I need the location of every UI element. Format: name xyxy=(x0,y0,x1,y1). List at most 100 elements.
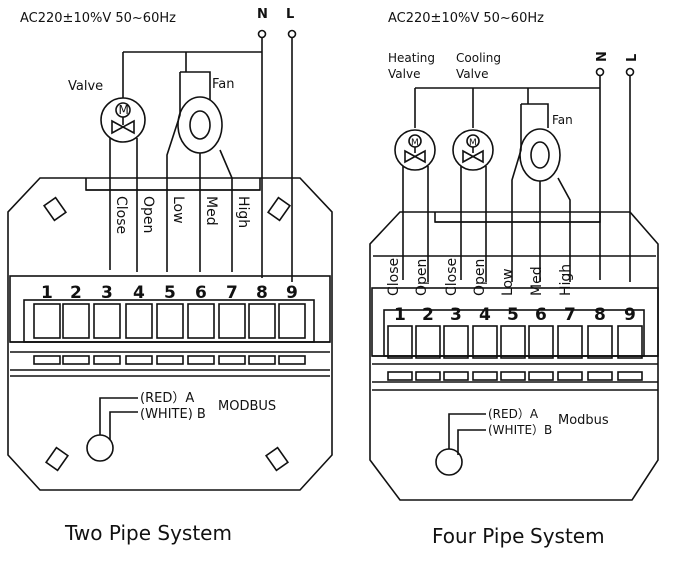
right-wire-label: Med xyxy=(529,266,545,296)
left-wire-label: Low xyxy=(170,196,186,224)
left-modbus-connector-icon xyxy=(86,397,138,462)
right-wire-label: Low xyxy=(500,268,516,296)
right-terminal-block xyxy=(383,309,645,357)
left-terminal-slot xyxy=(62,303,90,339)
right-terminal-tab xyxy=(415,371,441,381)
right-terminal-number: 2 xyxy=(422,305,434,325)
right-n-label: N xyxy=(595,51,610,62)
right-terminal-slot xyxy=(557,325,583,359)
right-fan-label: Fan xyxy=(552,113,573,127)
left-terminal-slot xyxy=(278,303,306,339)
right-terminal-slots xyxy=(387,325,643,381)
right-supply-label: AC220±10%V 50~60Hz xyxy=(388,11,544,26)
right-terminal-slot xyxy=(587,325,613,359)
right-cooling-valve-icon: M xyxy=(452,129,494,171)
right-terminal-tab xyxy=(528,371,554,381)
left-terminal-block xyxy=(23,299,315,343)
left-terminal-tab xyxy=(248,355,276,365)
left-thermostat-body xyxy=(7,177,333,491)
left-fan-label: Fan xyxy=(212,77,235,92)
left-terminal-number: 8 xyxy=(256,283,268,303)
left-terminal-slot xyxy=(93,303,121,339)
left-terminal-number: 1 xyxy=(41,283,53,303)
left-supply-label: AC220±10%V 50~60Hz xyxy=(20,11,176,26)
right-modbus-label: Modbus xyxy=(558,413,609,428)
left-n-label: N xyxy=(257,7,268,22)
left-terminal-tab xyxy=(93,355,121,365)
left-terminal-tab xyxy=(187,355,215,365)
left-terminal-number: 4 xyxy=(133,283,145,303)
right-wire-label: Close xyxy=(386,258,402,296)
two-pipe-diagram: AC220±10%V 50~60Hz N L Valve M Fan xyxy=(7,7,333,545)
left-modbus-a-label: (RED）A xyxy=(140,391,194,406)
right-terminal-number: 6 xyxy=(535,305,547,325)
right-l-label: L xyxy=(625,54,640,62)
left-terminal-number: 3 xyxy=(101,283,113,303)
left-wire-label: Close xyxy=(113,196,129,234)
left-modbus-label: MODBUS xyxy=(218,399,276,414)
left-l-terminal-icon xyxy=(287,29,297,39)
right-heating-valve-icon: M xyxy=(394,129,436,171)
left-n-terminal-icon xyxy=(257,29,267,39)
right-cooling-label-1: Cooling xyxy=(456,51,501,65)
svg-text:M: M xyxy=(411,138,419,148)
left-terminal-slot xyxy=(125,303,153,339)
left-terminal-slot xyxy=(33,303,61,339)
left-terminal-tab xyxy=(33,355,61,365)
right-terminal-tab xyxy=(617,371,643,381)
right-wire-label: Open xyxy=(472,259,488,296)
left-terminal-slots xyxy=(33,303,306,365)
svg-text:M: M xyxy=(469,138,477,148)
left-terminal-number: 6 xyxy=(195,283,207,303)
right-terminal-slot xyxy=(472,325,498,359)
left-terminal-number: 5 xyxy=(164,283,176,303)
left-wire-label: Med xyxy=(203,196,219,226)
right-terminal-slot xyxy=(500,325,526,359)
left-terminal-slot xyxy=(156,303,184,339)
left-terminal-tab xyxy=(62,355,90,365)
right-terminal-tab xyxy=(387,371,413,381)
left-terminal-slot xyxy=(248,303,276,339)
right-n-terminal-icon xyxy=(595,67,605,77)
right-terminal-slot xyxy=(415,325,441,359)
left-modbus-b-label: (WHITE) B xyxy=(140,407,206,422)
left-terminal-number: 2 xyxy=(70,283,82,303)
right-cooling-label-2: Valve xyxy=(456,67,488,81)
svg-text:M: M xyxy=(119,103,129,117)
left-valve-icon: M xyxy=(100,97,146,143)
right-caption-2: System xyxy=(530,524,605,548)
right-terminal-number: 7 xyxy=(564,305,576,325)
right-modbus-b-label: (WHITE）B xyxy=(488,423,552,437)
right-wire-labels: Close Open Close Open Low Med High xyxy=(386,258,574,296)
left-terminal-number: 9 xyxy=(286,283,298,303)
right-terminal-slot xyxy=(617,325,643,359)
right-l-terminal-icon xyxy=(625,67,635,77)
right-wire-label: Close xyxy=(444,258,460,296)
right-wire-label: High xyxy=(558,264,574,296)
left-caption: Two Pipe System xyxy=(64,521,232,545)
four-pipe-diagram: AC220±10%V 50~60Hz N L Heating Valve Coo… xyxy=(369,11,659,548)
left-terminal-tab xyxy=(278,355,306,365)
right-terminal-number: 4 xyxy=(479,305,491,325)
left-terminal-tab xyxy=(218,355,246,365)
left-wire-label: Open xyxy=(140,196,156,233)
right-wire-label: Open xyxy=(414,259,430,296)
right-terminal-tab xyxy=(443,371,469,381)
right-terminal-number: 5 xyxy=(507,305,519,325)
right-terminal-tab xyxy=(500,371,526,381)
left-l-label: L xyxy=(286,7,294,22)
right-modbus-a-label: (RED）A xyxy=(488,407,539,421)
right-terminal-number: 3 xyxy=(450,305,462,325)
right-terminal-slot xyxy=(443,325,469,359)
right-terminal-number: 9 xyxy=(624,305,636,325)
right-heating-label-1: Heating xyxy=(388,51,435,65)
right-terminal-tab xyxy=(557,371,583,381)
left-terminal-number: 7 xyxy=(226,283,238,303)
right-terminal-slot xyxy=(387,325,413,359)
left-terminal-slot xyxy=(187,303,215,339)
left-terminal-tab xyxy=(125,355,153,365)
